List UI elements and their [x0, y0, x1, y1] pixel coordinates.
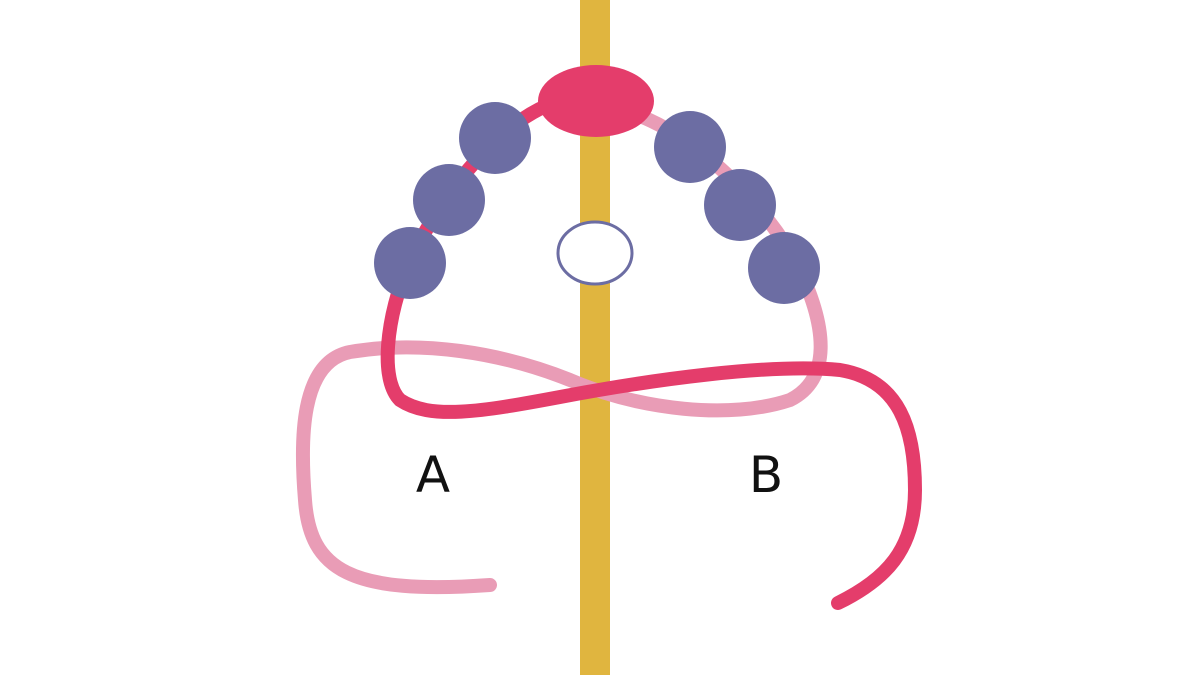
label-a: A: [416, 446, 450, 504]
seed-bead-left-3: [374, 227, 446, 299]
open-ring: [556, 220, 634, 286]
seed-bead-left-1: [459, 102, 531, 174]
seed-bead-right-1: [654, 111, 726, 183]
seed-bead-right-2: [704, 169, 776, 241]
center-bead: [538, 65, 654, 137]
seed-bead-left-2: [413, 164, 485, 236]
seed-bead-right-3: [748, 232, 820, 304]
label-b: B: [749, 446, 783, 504]
